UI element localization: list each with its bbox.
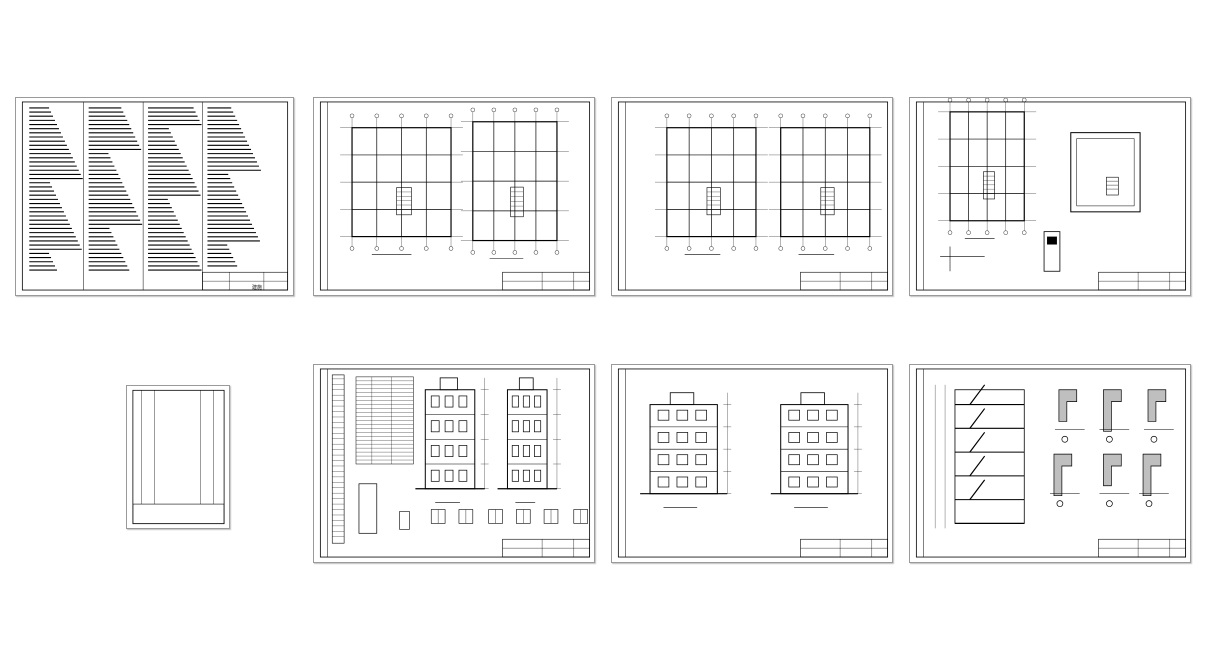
- sheet-4-linework: [915, 98, 1187, 291]
- drawing-sheet-elevations-2[interactable]: [611, 364, 893, 563]
- sheet-5-linework: [132, 389, 225, 525]
- drawing-sheet-floor-plans-2[interactable]: [611, 97, 893, 296]
- drawing-sheet-design-notes[interactable]: 建施: [15, 97, 294, 296]
- sheet-6-linework: [319, 368, 591, 558]
- sheet-8-linework: [915, 368, 1187, 558]
- sheet-2-linework: [319, 101, 591, 291]
- sheet-7-linework: [617, 368, 889, 558]
- drawing-sheet-elevations-1[interactable]: [313, 364, 595, 563]
- drawing-sheet-section[interactable]: [909, 364, 1191, 563]
- drawing-sheet-roof-plan[interactable]: [909, 97, 1191, 296]
- title-block-tag: 建施: [252, 285, 263, 291]
- sheet-1-linework: [21, 101, 289, 291]
- sheet-3-linework: [617, 101, 889, 291]
- drawing-sheet-index[interactable]: [126, 385, 230, 529]
- drawing-sheet-floor-plans-1[interactable]: [313, 97, 595, 296]
